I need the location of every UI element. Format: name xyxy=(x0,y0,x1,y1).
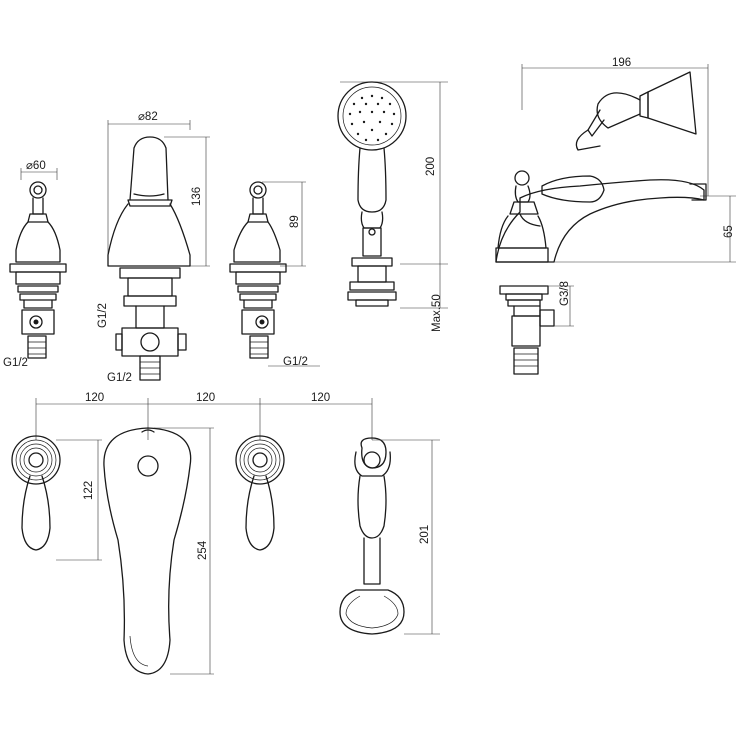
shower-length-label: 201 xyxy=(419,525,431,544)
bath-mixer-side-view: 196 65 G3/8 xyxy=(495,57,736,375)
spout-length-label: 254 xyxy=(197,540,209,560)
hand-shower-side-view: 200 Max.50 xyxy=(337,81,448,332)
mixer-width-label: 196 xyxy=(612,57,631,69)
valve-height-label: 89 xyxy=(289,215,301,228)
spout-height-label: 136 xyxy=(191,187,203,206)
right-valve-side-view: 89 G1/2 xyxy=(229,181,320,368)
shower-max-label: Max.50 xyxy=(431,294,443,332)
mixer-height-label: 65 xyxy=(723,225,735,238)
shower-height-label: 200 xyxy=(425,157,437,176)
spout-top-view: 254 xyxy=(103,427,214,675)
mixer-thread-label: G3/8 xyxy=(559,281,571,306)
top-view-spacing-dimensions: 120 120 120 xyxy=(35,392,373,440)
spacing-1-label: 120 xyxy=(85,392,104,404)
thread-left-label: G1/2 xyxy=(3,357,28,369)
left-valve-side-view: ⌀60 G1/2 xyxy=(3,160,67,369)
right-valve-top-view xyxy=(235,435,285,551)
spout-diameter-label: ⌀82 xyxy=(138,111,158,123)
hand-shower-top-view: 201 xyxy=(339,437,440,635)
left-valve-top-view: 122 xyxy=(11,435,102,561)
thread-spout-bottom-label: G1/2 xyxy=(107,372,132,384)
spacing-3-label: 120 xyxy=(311,392,330,404)
handle-depth-label: 122 xyxy=(83,481,95,500)
spacing-2-label: 120 xyxy=(196,392,215,404)
valve-diameter-label: ⌀60 xyxy=(26,160,46,172)
spout-side-view: ⌀82 136 G1/2 G1/2 xyxy=(97,111,210,384)
thread-right-label: G1/2 xyxy=(283,356,308,368)
thread-spout-side-label: G1/2 xyxy=(97,303,109,328)
